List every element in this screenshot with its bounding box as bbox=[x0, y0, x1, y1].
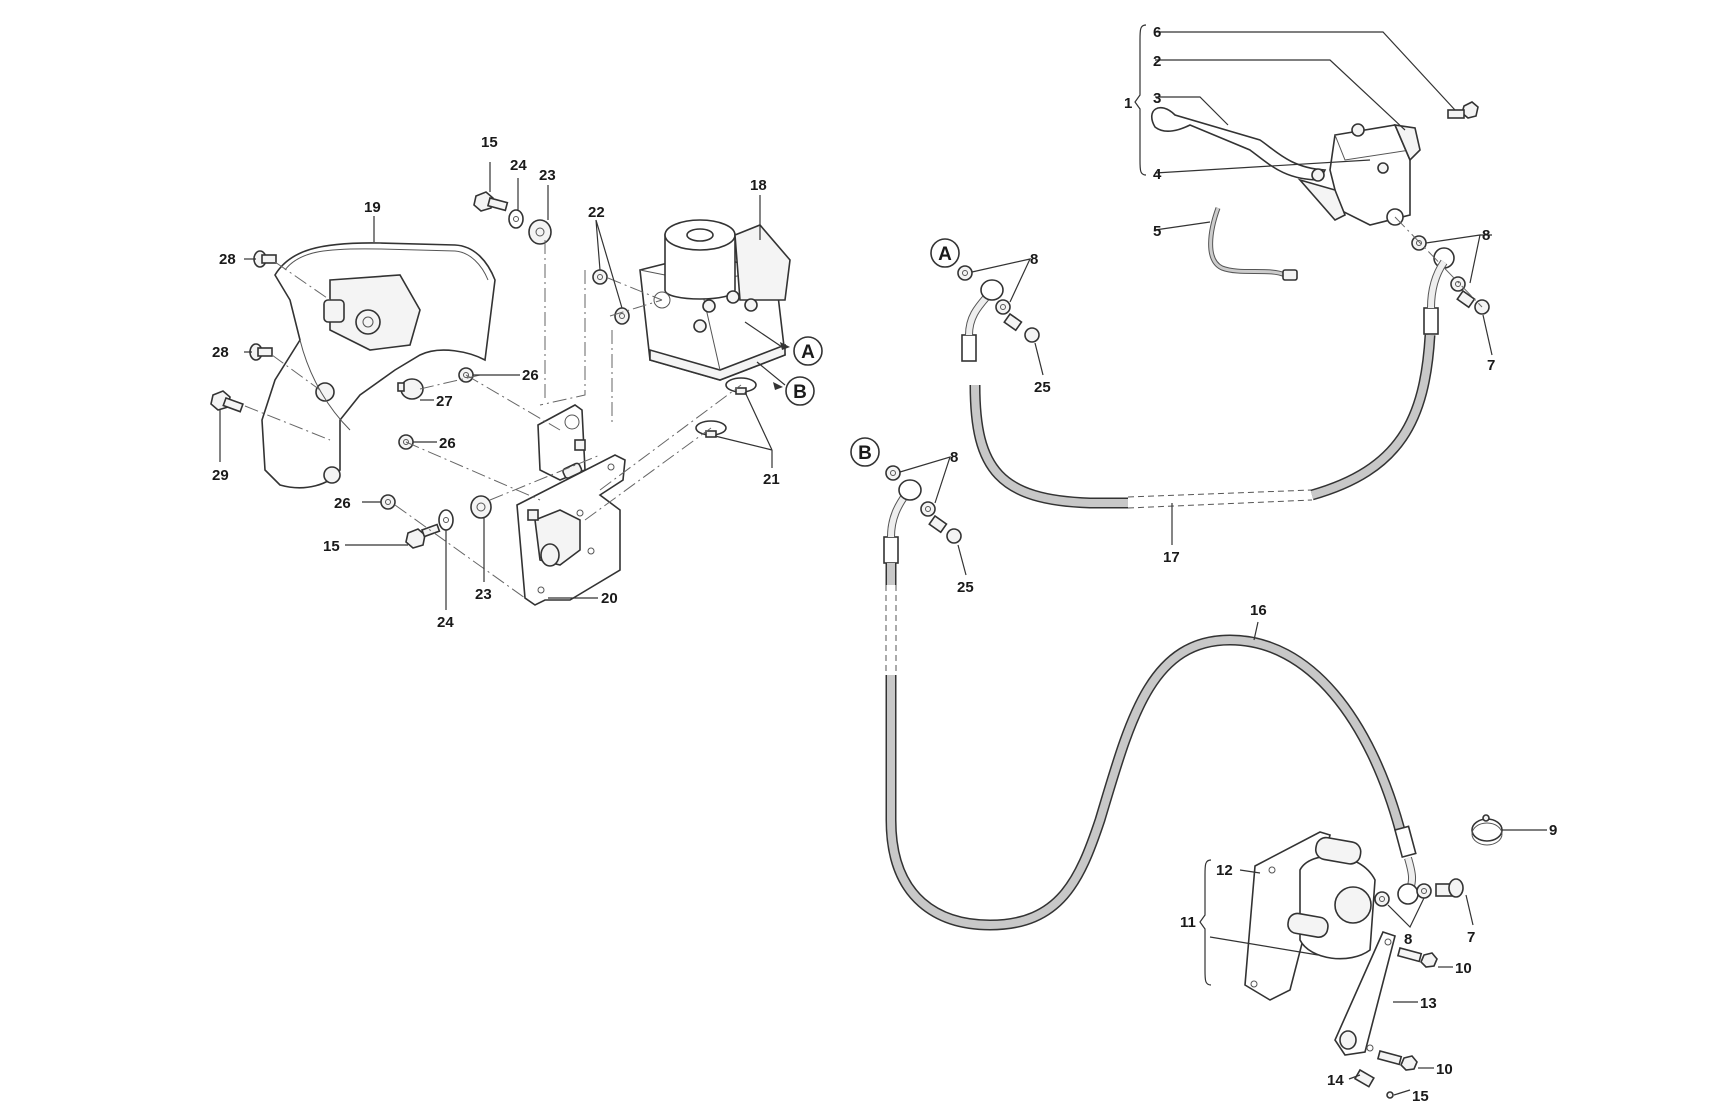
assembly-lines-left bbox=[244, 240, 742, 599]
washer-26-bottom bbox=[380, 494, 396, 510]
connection-marker-hose-a: A bbox=[930, 238, 960, 268]
bolts-10 bbox=[1376, 947, 1438, 1071]
callout-15: 15 bbox=[323, 538, 340, 555]
callout-7: 7 bbox=[1487, 357, 1495, 374]
callout-5: 5 bbox=[1153, 223, 1161, 240]
brake-hose-17 bbox=[961, 259, 1448, 509]
callout-20: 20 bbox=[601, 590, 618, 607]
callout-2: 2 bbox=[1153, 53, 1161, 70]
rubber-mounts-21 bbox=[695, 377, 757, 438]
grommet-23-lower bbox=[470, 495, 492, 519]
callout-labels: 28 28 29 19 15 24 23 22 18 27 26 26 26 1… bbox=[212, 24, 1557, 1105]
callout-12: 12 bbox=[1216, 862, 1233, 879]
brake-caliper-11 bbox=[1244, 831, 1376, 1001]
callout-15: 15 bbox=[1412, 1088, 1429, 1105]
callout-23: 23 bbox=[475, 586, 492, 603]
callout-25: 25 bbox=[957, 579, 974, 596]
callout-8: 8 bbox=[1030, 251, 1038, 268]
mounting-bracket-20 bbox=[516, 404, 626, 606]
callout-8: 8 bbox=[1482, 227, 1490, 244]
brake-switch-cable-5 bbox=[1208, 207, 1298, 281]
callout-10: 10 bbox=[1436, 1061, 1453, 1078]
callout-16: 16 bbox=[1250, 602, 1267, 619]
callout-9: 9 bbox=[1549, 822, 1557, 839]
hose-a-hardware bbox=[957, 265, 1040, 343]
callout-25: 25 bbox=[1034, 379, 1051, 396]
brake-hose-16 bbox=[883, 479, 1419, 931]
callout-15: 15 bbox=[481, 134, 498, 151]
brake-lever-3 bbox=[1151, 106, 1327, 181]
screw-28-top bbox=[253, 250, 277, 268]
grommet-23-upper bbox=[528, 219, 552, 245]
callout-6: 6 bbox=[1153, 24, 1161, 41]
grommets-22 bbox=[592, 269, 630, 325]
callout-24: 24 bbox=[510, 157, 527, 174]
callout-10: 10 bbox=[1455, 960, 1472, 977]
bolt-15-lower bbox=[405, 523, 441, 549]
callout-29: 29 bbox=[212, 467, 229, 484]
abs-modulator-18 bbox=[639, 219, 791, 381]
callout-26: 26 bbox=[439, 435, 456, 452]
callout-7: 7 bbox=[1467, 929, 1475, 946]
arrowheads bbox=[773, 342, 790, 390]
callout-17: 17 bbox=[1163, 549, 1180, 566]
connection-marker-abs-b: B bbox=[785, 376, 815, 406]
callout-26: 26 bbox=[522, 367, 539, 384]
connection-marker-abs-a: A bbox=[793, 336, 823, 366]
callout-14: 14 bbox=[1327, 1072, 1344, 1089]
screw-28-bottom bbox=[249, 343, 273, 361]
guard-bracket-19 bbox=[261, 242, 496, 489]
callout-4: 4 bbox=[1153, 166, 1162, 183]
svg-text:A: A bbox=[938, 244, 952, 265]
leader-lines bbox=[219, 24, 1547, 1096]
callout-8: 8 bbox=[1404, 931, 1412, 948]
master-cylinder-4 bbox=[1297, 123, 1421, 226]
callout-3: 3 bbox=[1153, 90, 1161, 107]
callout-23: 23 bbox=[539, 167, 556, 184]
callout-18: 18 bbox=[750, 177, 767, 194]
callout-26: 26 bbox=[334, 495, 351, 512]
callout-21: 21 bbox=[763, 471, 780, 488]
caliper-hardware bbox=[1374, 878, 1464, 907]
hose-b-hardware bbox=[885, 465, 962, 544]
connection-marker-hose-b: B bbox=[850, 437, 880, 467]
callout-28: 28 bbox=[219, 251, 236, 268]
callout-27: 27 bbox=[436, 393, 453, 410]
washer-24-lower bbox=[438, 509, 454, 531]
callout-24: 24 bbox=[437, 614, 454, 631]
screw-6 bbox=[1447, 101, 1479, 119]
callout-8: 8 bbox=[950, 449, 958, 466]
callout-22: 22 bbox=[588, 204, 605, 221]
bolt-15-upper bbox=[473, 191, 509, 212]
hose-clamp-9 bbox=[1471, 814, 1503, 846]
washer-24-upper bbox=[508, 209, 524, 229]
cap-27 bbox=[397, 378, 424, 400]
callout-13: 13 bbox=[1420, 995, 1437, 1012]
callout-11: 11 bbox=[1180, 914, 1196, 931]
callout-19: 19 bbox=[364, 199, 381, 216]
callout-28: 28 bbox=[212, 344, 229, 361]
sensor-14-screw-15 bbox=[1353, 1068, 1394, 1099]
bolt-29 bbox=[210, 390, 244, 413]
svg-text:B: B bbox=[793, 382, 807, 403]
torque-arm-13 bbox=[1334, 931, 1396, 1056]
svg-text:B: B bbox=[858, 443, 872, 464]
callout-1: 1 bbox=[1124, 95, 1132, 112]
svg-text:A: A bbox=[801, 342, 815, 363]
